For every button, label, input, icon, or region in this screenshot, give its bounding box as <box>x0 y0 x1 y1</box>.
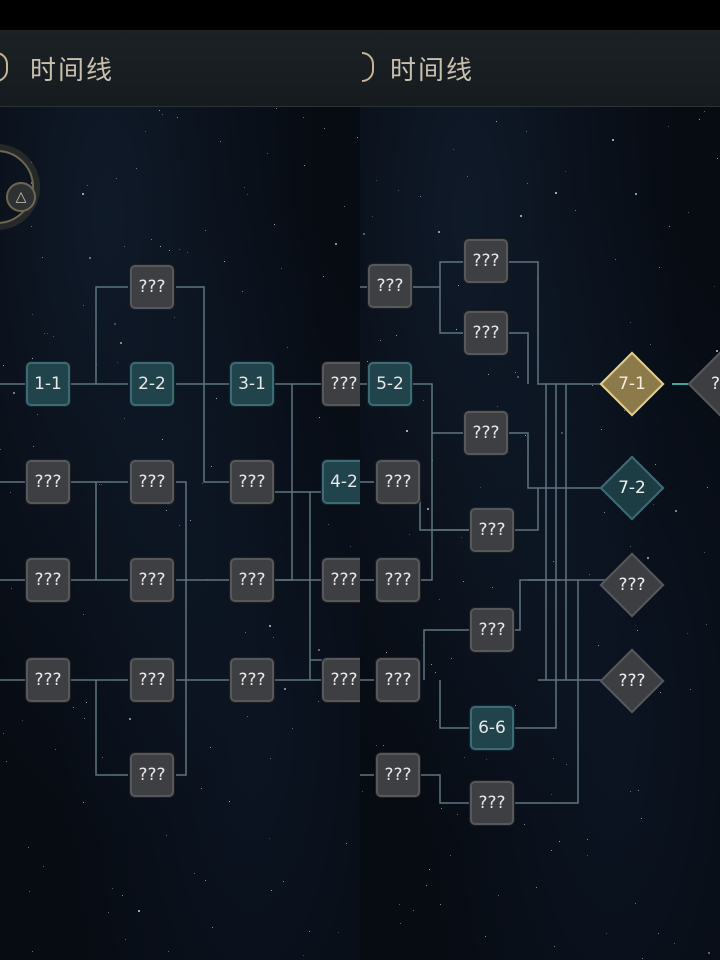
timeline-panel-left: 时间线 △ ??? 1-1 2-2 3-1 ??? ??? ??? ??? 4-… <box>0 30 360 960</box>
timeline-crescent-icon <box>0 52 8 82</box>
timeline-panel-right: 时间线 ??? ??? ??? 5-2 ??? ??? ??? ??? ??? … <box>360 0 720 960</box>
ending-node-selected[interactable]: 7-1 <box>599 351 665 417</box>
node-connection-lines <box>0 286 322 776</box>
stage-node[interactable]: ??? <box>230 460 274 504</box>
stage-node[interactable]: 5-2 <box>368 362 412 406</box>
stage-node[interactable]: ??? <box>376 753 420 797</box>
timeline-crescent-icon <box>362 52 374 82</box>
stage-node[interactable]: ??? <box>130 265 174 309</box>
stage-node[interactable]: ??? <box>376 558 420 602</box>
stage-node[interactable]: ??? <box>322 558 360 602</box>
stage-node[interactable]: ??? <box>26 460 70 504</box>
stage-node[interactable]: ??? <box>470 608 514 652</box>
stage-node[interactable]: ??? <box>230 558 274 602</box>
ending-label: 7-2 <box>618 478 646 498</box>
stage-node[interactable]: 3-1 <box>230 362 274 406</box>
stage-node[interactable]: ??? <box>26 658 70 702</box>
stage-node[interactable]: ??? <box>464 239 508 283</box>
ending-label: 7-1 <box>618 374 646 394</box>
stage-node[interactable]: ??? <box>368 264 412 308</box>
timeline-header: 时间线 <box>360 30 720 107</box>
stage-node[interactable]: ??? <box>464 411 508 455</box>
stage-node[interactable]: ??? <box>230 658 274 702</box>
ending-node[interactable]: ?? <box>687 351 720 417</box>
ending-label: ?? <box>710 374 720 394</box>
timeline-title: 时间线 <box>30 56 115 86</box>
stage-node[interactable]: ??? <box>130 558 174 602</box>
stage-node[interactable]: ??? <box>130 658 174 702</box>
timeline-header: 时间线 <box>0 30 360 107</box>
stage-node[interactable]: 4-2 <box>322 460 360 504</box>
stage-node[interactable]: ??? <box>470 508 514 552</box>
stage-node[interactable]: ??? <box>376 460 420 504</box>
stage-node[interactable]: ??? <box>322 658 360 702</box>
triangle-icon: △ <box>15 189 27 205</box>
stage-node[interactable]: 1-1 <box>26 362 70 406</box>
stage-node[interactable]: ??? <box>26 558 70 602</box>
stage-node[interactable]: ??? <box>464 311 508 355</box>
timeline-title: 时间线 <box>390 56 475 86</box>
ending-node[interactable]: ??? <box>599 552 665 618</box>
ending-label: ??? <box>618 671 646 691</box>
stage-node[interactable]: 2-2 <box>130 362 174 406</box>
ending-label: ??? <box>618 575 646 595</box>
stage-node[interactable]: ??? <box>470 781 514 825</box>
stage-node[interactable]: ??? <box>376 658 420 702</box>
ending-node[interactable]: ??? <box>599 648 665 714</box>
compass-button[interactable]: △ <box>6 182 36 212</box>
node-connection-lines <box>360 261 694 804</box>
stage-node[interactable]: 6-6 <box>470 706 514 750</box>
stage-node[interactable]: ??? <box>130 753 174 797</box>
ending-node[interactable]: 7-2 <box>599 455 665 521</box>
stage-node[interactable]: ??? <box>130 460 174 504</box>
top-black-bar <box>0 0 720 30</box>
stage-node[interactable]: ??? <box>322 362 360 406</box>
